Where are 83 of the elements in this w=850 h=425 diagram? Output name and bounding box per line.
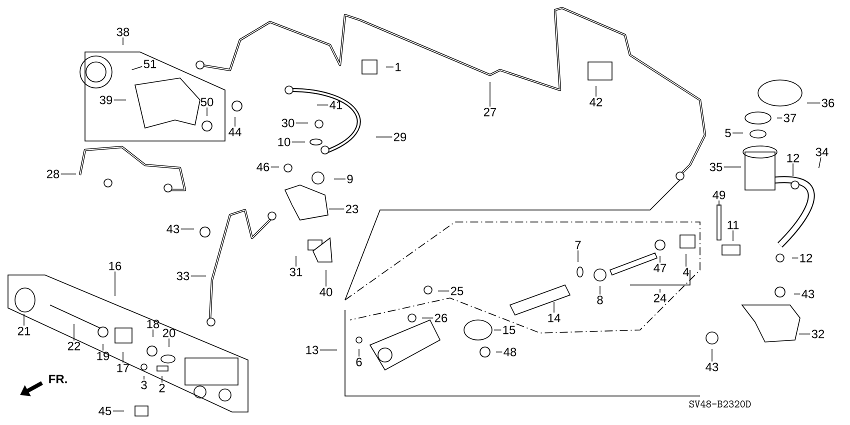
callout-number: 4 (682, 268, 689, 276)
callout-number: 21 (18, 326, 30, 336)
leader-line (818, 157, 822, 168)
callout-number: 3 (141, 380, 147, 390)
leader-line (152, 329, 154, 338)
callout-number: 11 (728, 220, 739, 230)
leader-line (328, 208, 344, 210)
callout-number: 12 (787, 154, 800, 162)
direction-label: FR. (49, 374, 67, 384)
callout-number: 25 (450, 286, 464, 296)
callout-number: 44 (228, 128, 242, 136)
callout-number: 7 (575, 240, 581, 250)
leader-line (206, 107, 208, 116)
callout-number: 17 (117, 364, 130, 372)
leader-line (168, 338, 170, 348)
callout-number: 16 (109, 262, 122, 270)
leader-line (732, 132, 744, 134)
drawing-code: SV48-B2320D (689, 400, 751, 408)
leader-line (102, 344, 104, 351)
callout-number: 38 (116, 28, 130, 36)
callout-number: 37 (784, 114, 796, 122)
leader-line (296, 122, 308, 124)
callout-number: 15 (503, 326, 516, 334)
callout-number: 22 (68, 342, 80, 350)
leader-line (234, 116, 236, 128)
callout-number: 34 (816, 148, 828, 156)
leader-line (114, 271, 116, 296)
callout-number: 29 (394, 132, 406, 142)
callout-number: 36 (822, 98, 834, 108)
callout-number: 19 (97, 352, 110, 360)
leader-line (112, 410, 124, 412)
callout-number: 20 (162, 328, 176, 338)
leader-line (724, 166, 742, 168)
callout-number: 50 (200, 98, 214, 106)
callout-number: 41 (330, 100, 342, 110)
callout-number: 31 (290, 268, 302, 276)
callout-number: 43 (166, 224, 180, 234)
callout-number: 27 (484, 108, 496, 116)
callout-number: 46 (256, 162, 270, 172)
leader-line (732, 230, 734, 242)
leader-line (270, 166, 280, 168)
callout-number: 42 (590, 98, 602, 106)
callout-number: 24 (654, 294, 666, 302)
callout-number: 39 (100, 96, 112, 104)
leader-line (334, 178, 346, 180)
callout-number: 13 (306, 346, 318, 354)
callout-number: 43 (706, 362, 718, 372)
callout-number: 40 (320, 288, 332, 296)
callout-number: 9 (347, 174, 353, 184)
callout-number: 18 (147, 320, 160, 328)
callout-number: 12 (800, 254, 812, 262)
callout-number: 23 (346, 204, 358, 214)
leader-line (806, 102, 820, 104)
leader-line (386, 66, 394, 68)
callout-number: 2 (159, 384, 165, 392)
leader-line (718, 200, 720, 206)
callout-number: 30 (282, 118, 294, 128)
callout-number: 14 (548, 314, 560, 322)
callout-number: 43 (802, 290, 814, 298)
leader-line (438, 290, 450, 292)
leader-line (376, 136, 392, 138)
callout-number: 1 (396, 62, 401, 72)
callout-number: 49 (712, 190, 726, 200)
callout-number: 32 (812, 330, 824, 338)
callout-number: 47 (654, 264, 666, 272)
callout-number: 35 (710, 162, 722, 172)
callout-number: 26 (434, 314, 448, 322)
leader-line (122, 37, 124, 46)
callout-number: 10 (278, 138, 290, 146)
leader-line (122, 352, 124, 364)
leader-line (316, 104, 328, 106)
leader-line (358, 348, 360, 357)
callout-number: 8 (597, 296, 603, 304)
callout-number: 48 (504, 348, 516, 356)
leader-line (180, 228, 194, 230)
leader-line (131, 66, 142, 70)
callout-number: 28 (46, 170, 60, 178)
callout-number: 33 (176, 272, 190, 280)
callout-number: 6 (356, 358, 362, 366)
callout-number: 5 (725, 128, 731, 138)
callout-number: 45 (98, 406, 112, 416)
leader-line (792, 163, 794, 176)
callout-number: 51 (144, 60, 156, 68)
